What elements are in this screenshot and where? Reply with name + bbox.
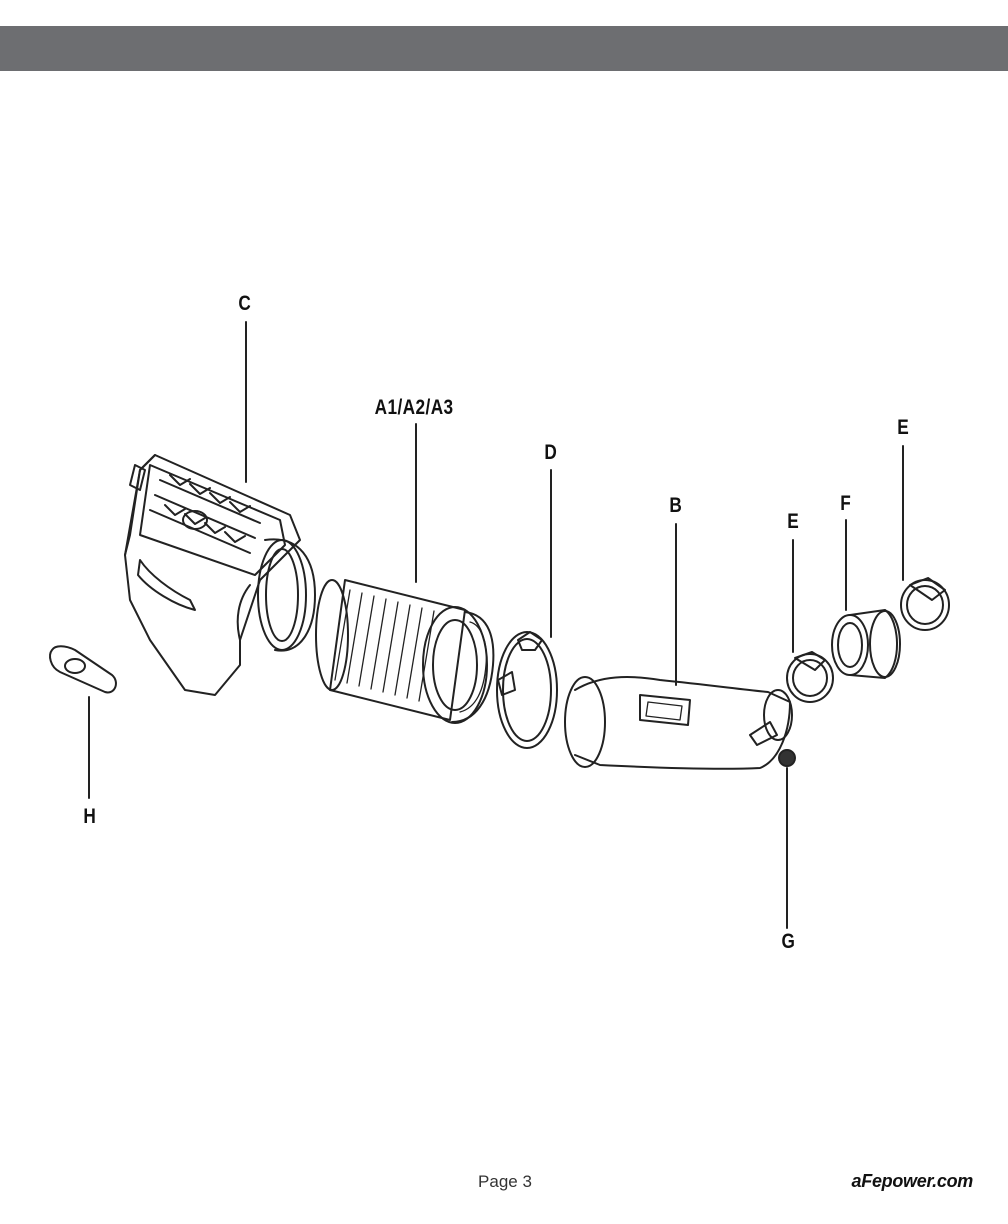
coupler-part-f [831, 609, 901, 679]
tube-part-b [564, 676, 793, 770]
label-e-right: E [897, 416, 910, 439]
label-b: B [669, 494, 683, 517]
label-a1-a2-a3: A1/A2/A3 [374, 396, 454, 419]
intake-box-part-c [124, 454, 316, 696]
label-d: D [544, 441, 558, 464]
label-c: C [238, 292, 252, 315]
clamp-part-e-left [786, 651, 834, 703]
label-f: F [840, 492, 852, 515]
clamp-part-e-right [900, 577, 950, 631]
clamp-part-d [496, 631, 558, 749]
leader-lines [88, 321, 904, 929]
filter-part-a [315, 579, 495, 724]
label-h: H [83, 805, 97, 828]
label-g: G [781, 930, 796, 953]
badge-part-h [49, 645, 117, 694]
page-number: Page 3 [478, 1172, 532, 1191]
label-e-left: E [787, 510, 800, 533]
header-bar [0, 26, 1008, 71]
website-link[interactable]: aFepower.com [851, 1171, 974, 1191]
cap-part-g [778, 749, 796, 767]
